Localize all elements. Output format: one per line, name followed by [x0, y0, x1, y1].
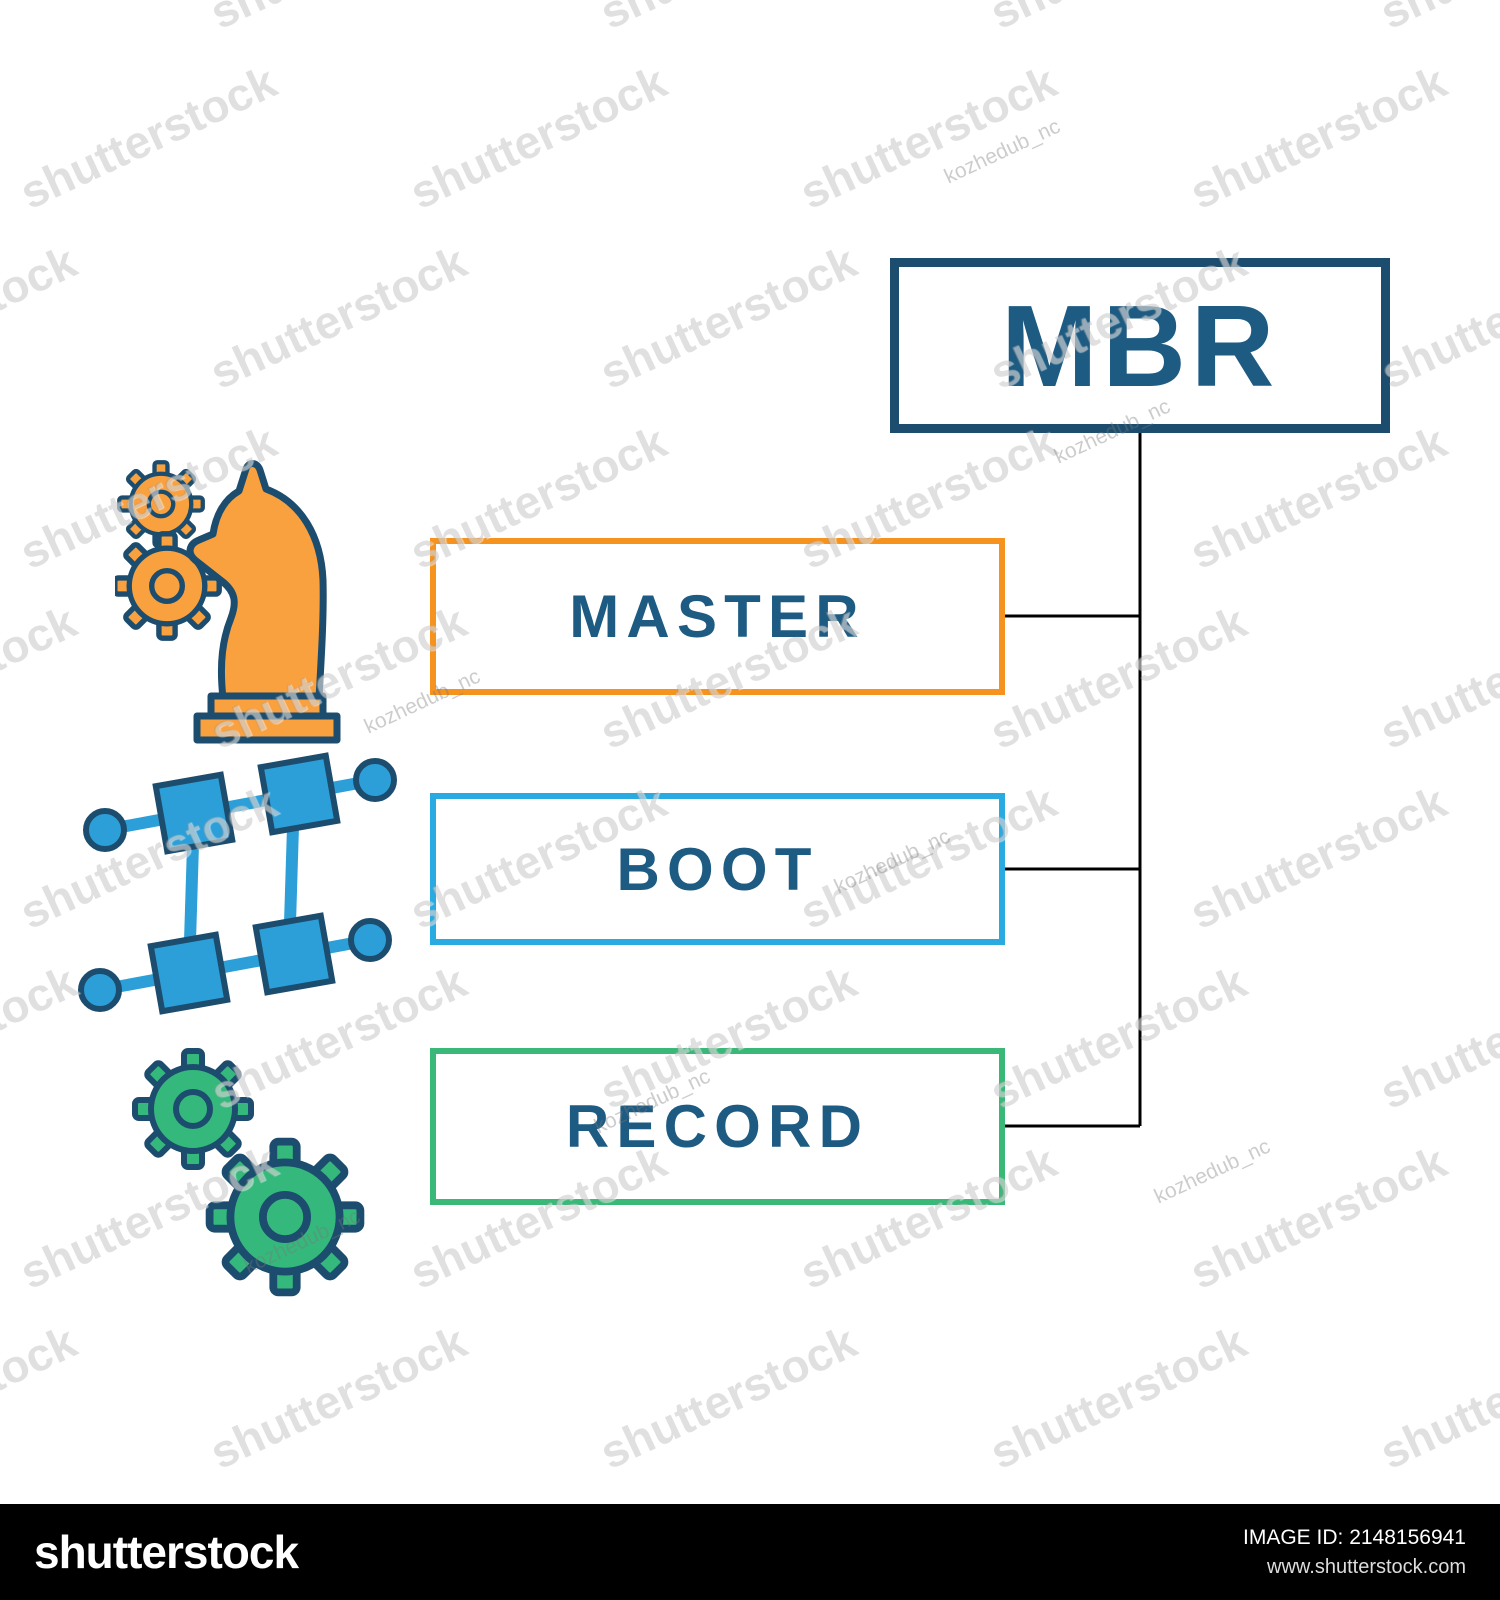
- term-label-master: MASTER: [569, 583, 866, 650]
- footer-meta: IMAGE ID: 2148156941 www.shutterstock.co…: [1243, 1523, 1466, 1580]
- double-gears-icon: [105, 1035, 385, 1315]
- acronym-text: MBR: [1000, 280, 1280, 411]
- network-structure-icon: [78, 752, 397, 1015]
- knight-shape: [186, 460, 341, 744]
- image-id: IMAGE ID: 2148156941: [1243, 1526, 1466, 1550]
- acronym-box: MBR: [890, 258, 1390, 433]
- gear-small: [135, 1051, 251, 1167]
- term-box-master: MASTER: [430, 538, 1005, 695]
- shutterstock-logo: shutterstock: [34, 1526, 299, 1578]
- website-url: www.shutterstock.com: [1267, 1555, 1466, 1578]
- network-nodes: [78, 752, 397, 1015]
- term-box-boot: BOOT: [430, 793, 1005, 945]
- term-box-record: RECORD: [430, 1048, 1005, 1205]
- chess-knight-gears-icon: [115, 460, 341, 744]
- term-label-record: RECORD: [565, 1093, 870, 1160]
- gear-large: [210, 1142, 361, 1293]
- footer-bar: shutterstock IMAGE ID: 2148156941 www.sh…: [0, 1504, 1500, 1600]
- term-label-boot: BOOT: [616, 835, 819, 903]
